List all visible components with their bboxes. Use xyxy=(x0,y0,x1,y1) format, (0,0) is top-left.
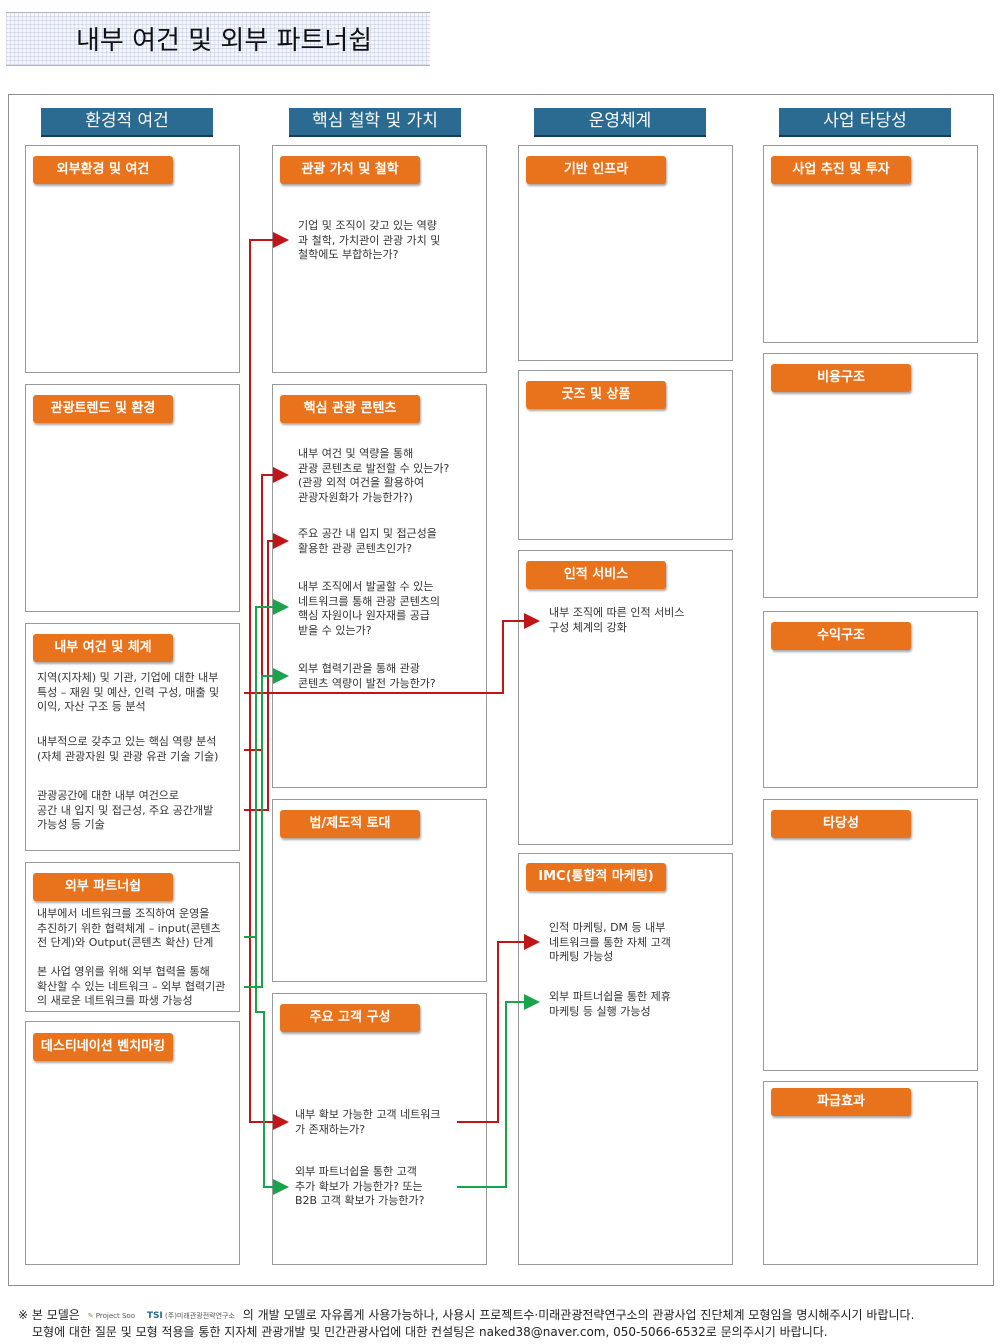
tag-legal-basis: 법/제도적 토대 xyxy=(280,810,420,838)
tag-validity: 타당성 xyxy=(771,810,911,838)
tag-tourism-value: 관광 가치 및 철학 xyxy=(280,156,420,184)
tag-customer-composition: 주요 고객 구성 xyxy=(280,1004,420,1032)
column-header-environment: 환경적 여건 xyxy=(41,108,213,137)
footer-line-2: 모형에 대한 질문 및 모형 적용을 통한 지자체 관광개발 및 민간관광사업에… xyxy=(32,1325,828,1339)
tag-core-content: 핵심 관광 콘텐츠 xyxy=(280,395,420,423)
footer-line-1: ※ 본 모델은 ✎ Project Soo TSI (주)미래관광전략연구소 의… xyxy=(18,1306,914,1323)
tag-destination-benchmarking: 데스티네이션 벤치마킹 xyxy=(33,1033,173,1061)
diagram-frame xyxy=(8,94,994,1286)
project-soo-logo: ✎ Project Soo xyxy=(87,1311,135,1320)
text-imc-internal: 인적 마케팅, DM 등 내부 네트워크를 통한 자체 고객 마케팅 가능성 xyxy=(549,921,671,963)
column-header-feasibility: 사업 타당성 xyxy=(779,108,951,137)
arrow-customer-to-imc-external xyxy=(457,994,540,1188)
arrow-partner-to-customer xyxy=(255,937,289,1195)
tag-tourism-trend: 관광트렌드 및 환경 xyxy=(33,395,173,423)
box-cost-structure xyxy=(763,353,978,598)
arrow-internal-to-human-service xyxy=(244,613,540,694)
text-content-development: 내부 여건 및 역량을 통해 관광 콘텐츠로 발전할 수 있는가? (관광 외적… xyxy=(298,447,450,504)
box-customer-composition xyxy=(272,993,487,1265)
tag-investment: 사업 추진 및 투자 xyxy=(771,156,911,184)
tag-human-service: 인적 서비스 xyxy=(526,561,666,589)
tag-ripple-effect: 파급효과 xyxy=(771,1088,911,1116)
text-value-fit: 기업 및 조직이 갖고 있는 역량 과 철학, 가치관이 관광 가치 및 철학에… xyxy=(298,219,441,261)
arrow-internal-to-value xyxy=(244,232,289,694)
text-core-capability: 내부적으로 갖추고 있는 핵심 역량 분석 (자체 관광자원 및 관광 유관 기… xyxy=(37,735,219,763)
arrow-partner-to-content-external xyxy=(244,668,289,988)
text-imc-external: 외부 파트너쉽을 통한 제휴 마케팅 등 실행 가능성 xyxy=(549,990,671,1018)
text-content-location: 주요 공간 내 입지 및 접근성을 활용한 관광 콘텐츠인가? xyxy=(298,527,437,555)
tag-external-environment: 외부환경 및 여건 xyxy=(33,156,173,184)
box-validity xyxy=(763,799,978,1071)
arrow-customer-to-imc-internal xyxy=(457,934,540,1123)
box-core-content xyxy=(272,384,487,788)
tag-imc: IMC(통합적 마케팅) xyxy=(526,863,666,891)
text-customer-external: 외부 파트너쉽을 통한 고객 추가 확보가 가능한가? 또는 B2B 고객 확보… xyxy=(295,1165,425,1207)
text-human-service: 내부 조직에 따른 인적 서비스 구성 체계의 강화 xyxy=(549,606,685,634)
tag-external-partnership: 외부 파트너쉽 xyxy=(33,873,173,901)
footer-usage-note: 의 개발 모델로 자유롭게 사용가능하나, 사용시 프로젝트수·미래관광전략연구… xyxy=(242,1308,915,1322)
title-banner xyxy=(6,12,430,66)
text-customer-network: 내부 확보 가능한 고객 네트워크 가 존재하는가? xyxy=(295,1108,441,1136)
text-content-external: 외부 협력기관을 통해 관광 콘텐츠 역량이 발전 가능한가? xyxy=(298,662,436,690)
box-destination-benchmarking xyxy=(25,1021,240,1265)
column-header-operation: 운영체계 xyxy=(534,108,706,137)
text-space-conditions: 관광공간에 대한 내부 여건으로 공간 내 입지 및 접근성, 주요 공간개발 … xyxy=(37,789,214,831)
text-internal-analysis: 지역(지자체) 및 기관, 기업에 대한 내부 특성 – 재원 및 예산, 인력… xyxy=(37,671,220,713)
tag-cost-structure: 비용구조 xyxy=(771,364,911,392)
page-title: 내부 여건 및 외부 파트너쉽 xyxy=(76,26,373,56)
tag-revenue-structure: 수익구조 xyxy=(771,622,911,650)
tsi-logo: TSI (주)미래관광전략연구소 xyxy=(146,1310,235,1321)
arrow-internal-to-customer xyxy=(249,693,289,1130)
tag-goods: 굿즈 및 상품 xyxy=(526,381,666,409)
arrow-partner-to-content-network xyxy=(244,599,289,938)
text-cooperation-system: 내부에서 네트워크를 조직하여 운영을 추진하기 위한 협력체계 – input… xyxy=(37,907,221,949)
box-imc xyxy=(518,853,733,1265)
arrow-internal-to-content xyxy=(244,467,289,751)
tag-infrastructure: 기반 인프라 xyxy=(526,156,666,184)
text-external-network: 본 사업 영위를 위해 외부 협력을 통해 확산할 수 있는 네트워크 – 외부… xyxy=(37,965,226,1007)
box-human-service xyxy=(518,550,733,845)
text-content-network: 내부 조직에서 발굴할 수 있는 네트워크를 통해 관광 콘텐츠의 핵심 자원이… xyxy=(298,580,441,637)
column-header-philosophy: 핵심 철학 및 가치 xyxy=(289,108,461,137)
footer-prefix: ※ 본 모델은 xyxy=(18,1308,80,1322)
tag-internal-conditions: 내부 여건 및 체계 xyxy=(33,634,173,662)
